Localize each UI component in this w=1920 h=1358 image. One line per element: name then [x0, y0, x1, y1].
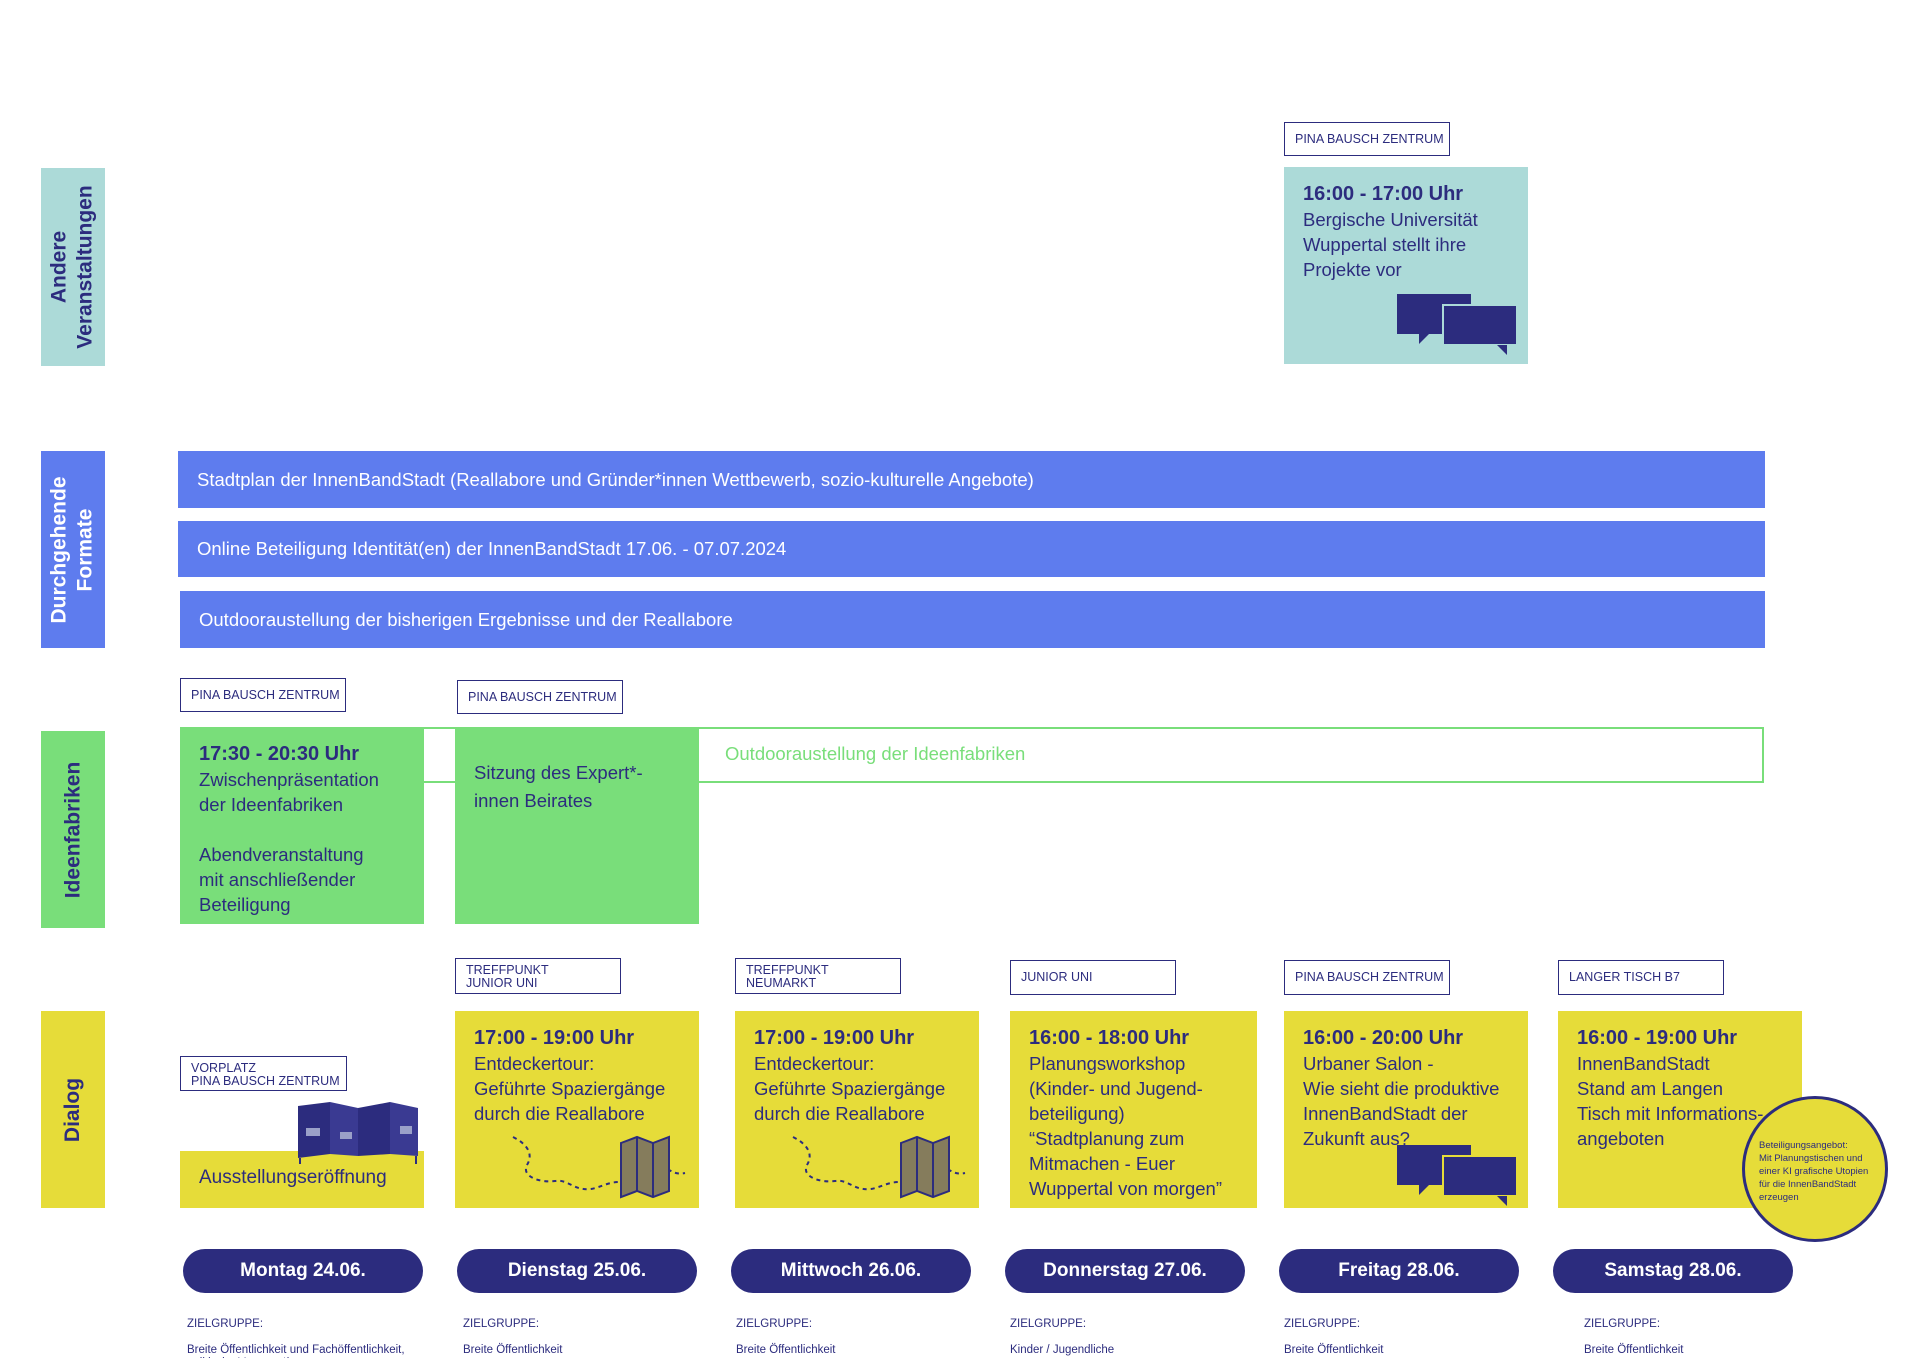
target-group-mittwoch: ZIELGRUPPE: Breite Öffentlichkeit	[736, 1305, 956, 1358]
row-label-andere-text: Andere Veranstaltungen	[48, 185, 98, 349]
row-label-durchgehend-text: Durchgehende Formate	[48, 475, 97, 624]
map-route-icon	[512, 1135, 686, 1199]
target-group-value: Breite Öffentlichkeit	[1584, 1344, 1684, 1356]
target-group-value: Breite Öffentlichkeit	[736, 1344, 836, 1356]
target-group-value: Breite Öffentlichkeit	[1284, 1344, 1384, 1356]
row-label-andere-veranstaltungen: Andere Veranstaltungen	[41, 168, 105, 366]
location-tag-ideenfabriken-dienstag: PINA BAUSCH ZENTRUM	[457, 680, 623, 714]
row-label-dialog: Dialog	[41, 1011, 105, 1208]
event-time: 17:30 - 20:30 Uhr	[199, 743, 360, 765]
event-card-dialog-dienstag[interactable]: 17:00 - 19:00 Uhr Entdeckertour: Geführt…	[455, 1011, 699, 1208]
row-label-ideenfabriken-text: Ideenfabriken	[61, 761, 85, 898]
event-time: 17:00 - 19:00 Uhr	[474, 1027, 635, 1049]
event-description: Sitzung des Expert*- innen Beirates	[474, 762, 643, 811]
target-group-label: ZIELGRUPPE:	[1584, 1318, 1661, 1330]
format-bar-outdooraustellung[interactable]: Outdooraustellung der bisherigen Ergebni…	[180, 591, 1765, 648]
row-label-ideenfabriken: Ideenfabriken	[41, 731, 105, 928]
participation-circle-text: Beteiligungsangebot: Mit Planungstischen…	[1759, 1140, 1869, 1203]
target-group-donnerstag: ZIELGRUPPE: Kinder / Jugendliche	[1010, 1305, 1230, 1358]
day-pill-dienstag[interactable]: Dienstag 25.06.	[457, 1249, 697, 1293]
outdoor-ideenfabriken-label: Outdooraustellung der Ideenfabriken	[725, 743, 1026, 764]
target-group-value: Breite Öffentlichkeit und Fachöffentlich…	[187, 1344, 405, 1358]
event-card-dialog-donnerstag[interactable]: 16:00 - 18:00 Uhr Planungsworkshop (Kind…	[1010, 1011, 1257, 1208]
location-tag-dialog-montag: VORPLATZ PINA BAUSCH ZENTRUM	[180, 1056, 347, 1091]
location-tag-ideenfabriken-montag: PINA BAUSCH ZENTRUM	[180, 678, 346, 712]
event-description: Entdeckertour: Geführte Spaziergänge dur…	[474, 1053, 666, 1124]
target-group-samstag: ZIELGRUPPE: Breite Öffentlichkeit	[1584, 1305, 1804, 1358]
event-time: 17:00 - 19:00 Uhr	[754, 1027, 915, 1049]
target-group-montag: ZIELGRUPPE: Breite Öffentlichkeit und Fa…	[187, 1305, 437, 1358]
event-card-dialog-montag[interactable]: Ausstellungseröffnung	[180, 1151, 424, 1208]
event-card-dialog-mittwoch[interactable]: 17:00 - 19:00 Uhr Entdeckertour: Geführt…	[735, 1011, 979, 1208]
format-bar-stadtplan[interactable]: Stadtplan der InnenBandStadt (Reallabore…	[178, 451, 1765, 508]
event-description: Urbaner Salon - Wie sieht die produktive…	[1303, 1053, 1500, 1149]
location-tag-andere: PINA BAUSCH ZENTRUM	[1284, 122, 1450, 156]
event-card-ideenfabriken-montag[interactable]: 17:30 - 20:30 Uhr Zwischenpräsentation d…	[180, 727, 424, 924]
target-group-value: Breite Öffentlichkeit	[463, 1344, 563, 1356]
event-time: 16:00 - 20:00 Uhr	[1303, 1027, 1464, 1049]
event-card-dialog-freitag[interactable]: 16:00 - 20:00 Uhr Urbaner Salon - Wie si…	[1284, 1011, 1528, 1208]
row-label-durchgehende-formate: Durchgehende Formate	[41, 451, 105, 648]
participation-circle-samstag[interactable]: Beteiligungsangebot: Mit Planungstischen…	[1742, 1096, 1888, 1242]
location-tag-dialog-dienstag: TREFFPUNKT JUNIOR UNI	[455, 958, 621, 994]
location-tag-dialog-mittwoch: TREFFPUNKT NEUMARKT	[735, 958, 901, 994]
map-route-icon	[792, 1135, 966, 1199]
target-group-label: ZIELGRUPPE:	[1284, 1318, 1361, 1330]
exhibition-panels-icon	[298, 1102, 418, 1164]
target-group-dienstag: ZIELGRUPPE: Breite Öffentlichkeit	[463, 1305, 683, 1358]
day-pill-freitag[interactable]: Freitag 28.06.	[1279, 1249, 1519, 1293]
location-tag-dialog-freitag: PINA BAUSCH ZENTRUM	[1284, 960, 1450, 995]
speech-bubbles-icon	[1397, 294, 1518, 355]
event-time: 16:00 - 17:00 Uhr	[1303, 183, 1464, 205]
speech-bubbles-icon	[1397, 1145, 1518, 1206]
format-bar-online-beteiligung[interactable]: Online Beteiligung Identität(en) der Inn…	[178, 521, 1765, 577]
target-group-label: ZIELGRUPPE:	[187, 1318, 264, 1330]
day-pill-mittwoch[interactable]: Mittwoch 26.06.	[731, 1249, 971, 1293]
target-group-label: ZIELGRUPPE:	[1010, 1318, 1087, 1330]
event-time: 16:00 - 19:00 Uhr	[1577, 1027, 1738, 1049]
target-group-label: ZIELGRUPPE:	[463, 1318, 540, 1330]
event-description: Entdeckertour: Geführte Spaziergänge dur…	[754, 1053, 946, 1124]
event-card-andere-freitag[interactable]: 16:00 - 17:00 Uhr Bergische Universität …	[1284, 167, 1528, 364]
target-group-freitag: ZIELGRUPPE: Breite Öffentlichkeit	[1284, 1305, 1504, 1358]
day-pill-donnerstag[interactable]: Donnerstag 27.06.	[1005, 1249, 1245, 1293]
location-tag-dialog-donnerstag: JUNIOR UNI	[1010, 960, 1176, 995]
target-group-value: Kinder / Jugendliche	[1010, 1344, 1115, 1356]
event-time: 16:00 - 18:00 Uhr	[1029, 1027, 1190, 1049]
event-description: Zwischenpräsentation der Ideenfabriken A…	[199, 769, 379, 915]
event-description: Bergische Universität Wuppertal stellt i…	[1303, 209, 1478, 280]
day-pill-samstag[interactable]: Samstag 28.06.	[1553, 1249, 1793, 1293]
target-group-label: ZIELGRUPPE:	[736, 1318, 813, 1330]
event-description: InnenBandStadt Stand am Langen Tisch mit…	[1577, 1053, 1764, 1149]
location-tag-dialog-samstag: LANGER TISCH B7	[1558, 960, 1724, 995]
event-description: Planungsworkshop (Kinder- und Jugend- be…	[1029, 1053, 1222, 1199]
row-label-dialog-text: Dialog	[61, 1077, 85, 1142]
event-description: Ausstellungseröffnung	[199, 1167, 387, 1188]
day-pill-montag[interactable]: Montag 24.06.	[183, 1249, 423, 1293]
event-card-ideenfabriken-dienstag[interactable]: Sitzung des Expert*- innen Beirates	[455, 727, 699, 924]
